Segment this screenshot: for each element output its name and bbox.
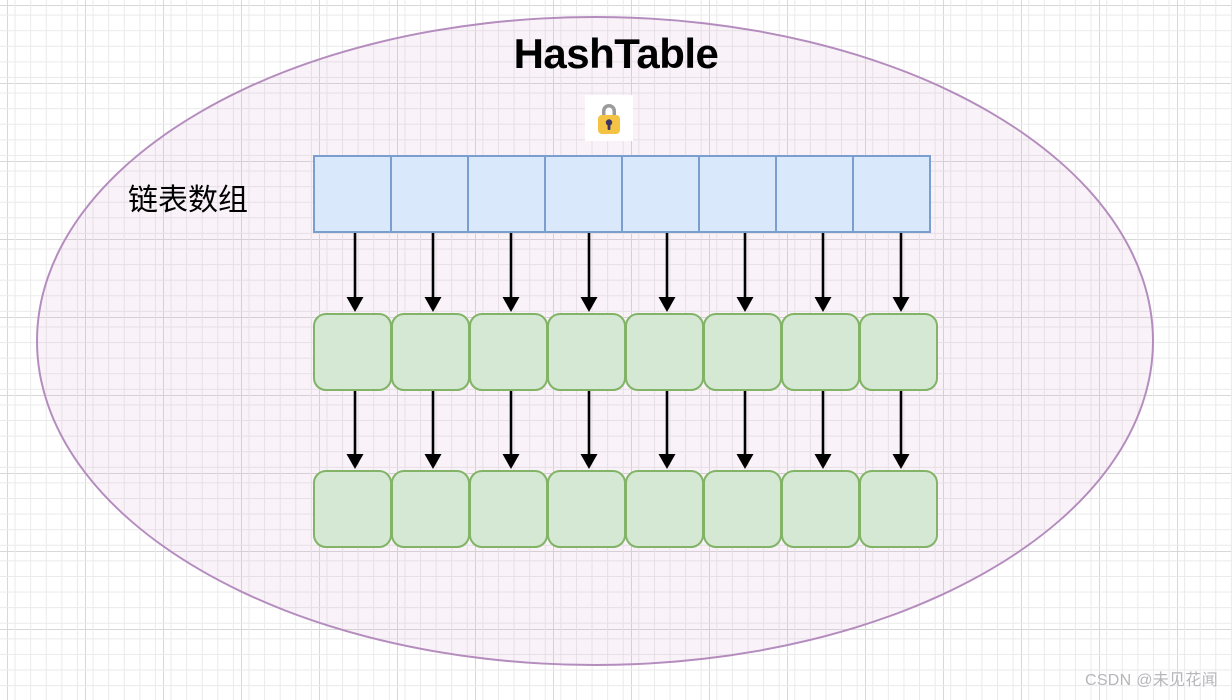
array-cell[interactable] [313,155,392,233]
list-node[interactable] [313,470,392,548]
list-node[interactable] [859,313,938,391]
list-node[interactable] [781,470,860,548]
list-node[interactable] [625,470,704,548]
list-node[interactable] [313,313,392,391]
array-cell[interactable] [467,155,546,233]
lock-icon [585,95,633,141]
list-node[interactable] [703,313,782,391]
lock-icon-glyph [598,104,620,134]
page-title: HashTable [513,30,719,77]
array-cell[interactable] [698,155,777,233]
bucket-nodes-level-1 [313,313,938,391]
array-cell[interactable] [390,155,469,233]
array-cell[interactable] [775,155,854,233]
list-node[interactable] [547,470,626,548]
list-node[interactable] [547,313,626,391]
watermark: CSDN @未见花闻 [1084,672,1218,689]
array-cell[interactable] [544,155,623,233]
list-node[interactable] [391,470,470,548]
list-node[interactable] [625,313,704,391]
array-cell[interactable] [621,155,700,233]
list-node[interactable] [703,470,782,548]
bucket-nodes-level-2 [313,470,938,548]
bucket-array [313,155,931,233]
list-node[interactable] [391,313,470,391]
list-node[interactable] [469,313,548,391]
list-node[interactable] [781,313,860,391]
list-node[interactable] [469,470,548,548]
array-label: 链表数组 [128,184,248,217]
array-cell[interactable] [852,155,931,233]
list-node[interactable] [859,470,938,548]
